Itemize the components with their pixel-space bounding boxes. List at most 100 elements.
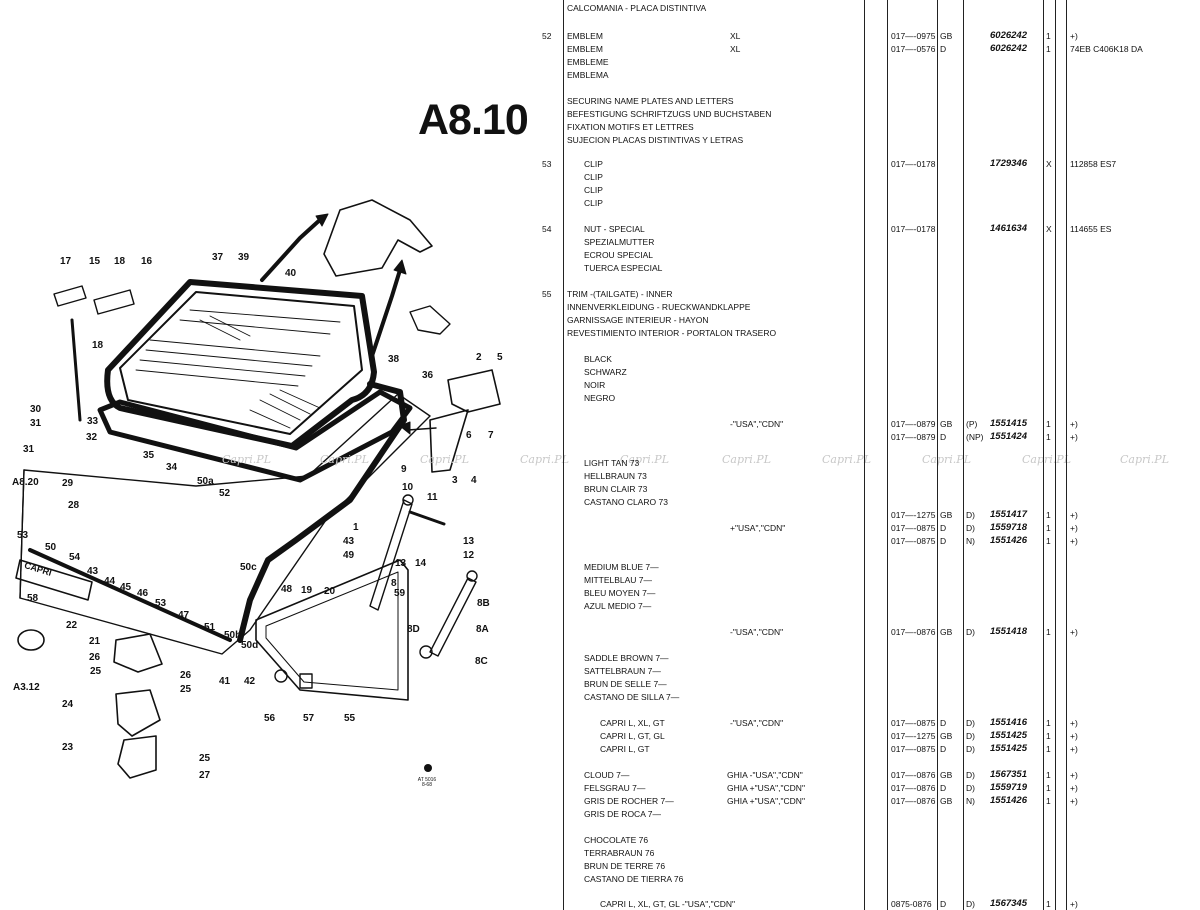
part-description: FELSGRAU 7— — [584, 783, 646, 793]
callout-number: 59 — [394, 588, 406, 599]
remark: 112858 ES7 — [1070, 159, 1117, 169]
part-description: LIGHT TAN 73 — [584, 458, 640, 468]
callout-number: 10 — [402, 482, 414, 493]
callout-number: 25 — [199, 753, 211, 764]
callout-number: 7 — [488, 430, 494, 441]
remark: +) — [1070, 718, 1078, 728]
quantity: 1 — [1046, 432, 1051, 442]
watermark: Capri.PL — [420, 453, 469, 466]
part-description: BEFESTIGUNG SCHRIFTZUGS UND BUCHSTABEN — [567, 109, 772, 119]
remark: +) — [1070, 770, 1078, 780]
part-description: NUT - SPECIAL — [584, 224, 645, 234]
callout-number: 31 — [30, 418, 42, 429]
callout-number: 52 — [219, 488, 231, 499]
watermark: Capri.PL — [1120, 453, 1169, 466]
callout-number: 49 — [343, 550, 355, 561]
callout-number: 50c — [240, 562, 257, 573]
remark: 114655 ES — [1070, 224, 1112, 234]
callout-number: 33 — [87, 416, 99, 427]
market-sub-code: D) — [966, 783, 975, 793]
market-code: GB — [940, 731, 953, 741]
market-sub-code: D) — [966, 770, 975, 780]
production-code: 017—-0876 — [891, 627, 936, 637]
callout-number: 17 — [60, 256, 72, 267]
part-description: GRIS DE ROCA 7— — [584, 809, 661, 819]
production-code: 017—-0879 — [891, 432, 936, 442]
callout-number: 20 — [324, 586, 336, 597]
production-code: 017—-0875 — [891, 523, 936, 533]
quantity: X — [1046, 159, 1052, 169]
market-code: GB — [940, 419, 953, 429]
quantity: 1 — [1046, 731, 1051, 741]
market-code: D — [940, 744, 947, 754]
callout-number: 35 — [143, 450, 155, 461]
quantity: 1 — [1046, 536, 1051, 546]
part-number: 1551416 — [990, 717, 1027, 728]
remark: +) — [1070, 432, 1078, 442]
tailgate-drawing — [15, 199, 501, 779]
market-code: D — [940, 718, 947, 728]
remark: +) — [1070, 783, 1078, 793]
callout-number: 8A — [476, 624, 489, 635]
callout-number: 12 — [463, 550, 475, 561]
callout-number: 13 — [463, 536, 475, 547]
column-divider — [864, 0, 865, 910]
quantity: X — [1046, 224, 1052, 234]
callout-number: 24 — [62, 699, 74, 710]
production-code: 017—-0876 — [891, 796, 936, 806]
part-description: AZUL MEDIO 7— — [584, 601, 652, 611]
callout-number: 50a — [197, 476, 214, 487]
callout-number: 18 — [92, 340, 104, 351]
quantity: 1 — [1046, 523, 1051, 533]
part-description: SADDLE BROWN 7— — [584, 653, 669, 663]
callout-number: 1 — [353, 522, 359, 533]
part-description: EMBLEMA — [567, 70, 609, 80]
part-description: BRUN CLAIR 73 — [584, 484, 648, 494]
production-code: 017—-0875 — [891, 536, 936, 546]
callout-number: 22 — [66, 620, 78, 631]
callout-number: 50 — [45, 542, 57, 553]
part-description: EMBLEM — [567, 31, 603, 41]
production-code: 017—-0876 — [891, 770, 936, 780]
callout-number: 36 — [422, 370, 434, 381]
part-description: INNENVERKLEIDUNG - RUECKWANDKLAPPE — [567, 302, 751, 312]
part-description: NOIR — [584, 380, 606, 390]
part-description: FIXATION MOTIFS ET LETTRES — [567, 122, 694, 132]
part-number: 6026242 — [990, 30, 1027, 41]
production-code: 017—-0875 — [891, 718, 936, 728]
watermark: Capri.PL — [320, 453, 369, 466]
part-number: 1551426 — [990, 795, 1027, 806]
quantity: 1 — [1046, 718, 1051, 728]
watermark: Capri.PL — [922, 453, 971, 466]
callout-number: 15 — [89, 256, 101, 267]
model-variant: XL — [730, 44, 741, 54]
part-number: 1551425 — [990, 730, 1027, 741]
item-number: 52 — [542, 31, 552, 41]
market-sub-code: D) — [966, 731, 975, 741]
callout-number: 6 — [466, 430, 472, 441]
market-code: GB — [940, 796, 953, 806]
model-variant: XL — [730, 31, 741, 41]
column-divider — [1066, 0, 1067, 910]
callout-number: 3 — [452, 475, 458, 486]
watermark: Capri.PL — [1022, 453, 1071, 466]
callout-number: 38 — [388, 354, 400, 365]
part-description: CAPRI L, XL, GT, GL -"USA","CDN" — [600, 899, 736, 909]
part-description: NEGRO — [584, 393, 616, 403]
part-description: CAPRI L, XL, GT — [600, 718, 665, 728]
market-code: GB — [940, 31, 953, 41]
column-divider — [563, 0, 564, 910]
model-variant: +"USA","CDN" — [730, 523, 786, 533]
callout-number: 45 — [120, 582, 132, 593]
part-description: ECROU SPECIAL — [584, 250, 653, 260]
part-number: 1461634 — [990, 223, 1027, 234]
callout-number: 50d — [241, 640, 259, 651]
callout-number: 39 — [238, 252, 250, 263]
remark: +) — [1070, 31, 1078, 41]
column-divider — [887, 0, 888, 910]
part-description: MITTELBLAU 7— — [584, 575, 653, 585]
callout-number: 8B — [477, 598, 490, 609]
market-sub-code: D) — [966, 899, 975, 909]
callout-number: 57 — [303, 713, 315, 724]
quantity: 1 — [1046, 770, 1051, 780]
